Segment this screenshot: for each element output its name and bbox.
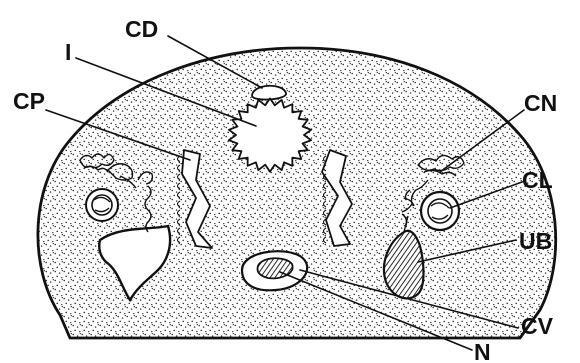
right-cirrus-sac <box>421 192 459 230</box>
label-cn: CN <box>524 90 557 116</box>
label-n: N <box>474 339 491 363</box>
label-ub: UB <box>519 228 552 254</box>
central-vesicle <box>242 251 307 290</box>
label-cv: CV <box>521 313 554 339</box>
label-cp: CP <box>13 88 45 114</box>
dorsal-canal <box>252 86 286 100</box>
left-cirrus-sac <box>86 189 118 221</box>
label-cd: CD <box>125 16 158 42</box>
body-section-outline <box>38 48 556 338</box>
label-i: I <box>65 39 71 65</box>
label-cl: CL <box>522 167 553 193</box>
